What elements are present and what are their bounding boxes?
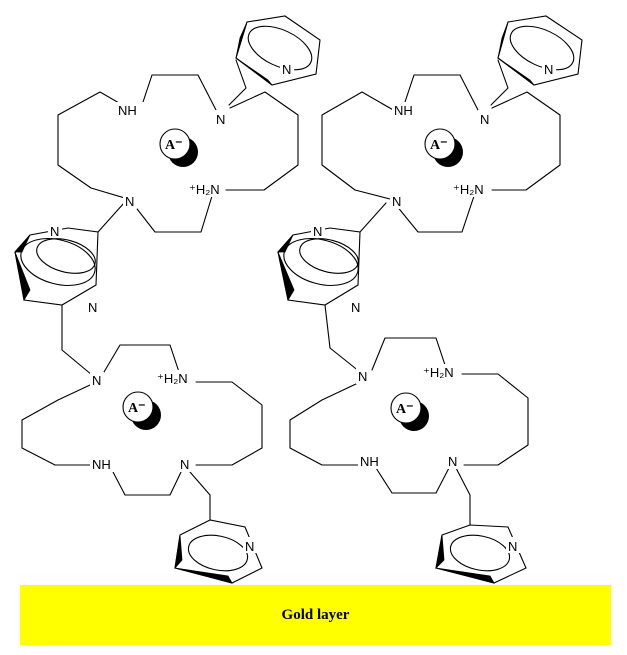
pyridine-ring: N bbox=[497, 15, 583, 86]
atom-n: N bbox=[125, 194, 134, 209]
pyridine-ring: N bbox=[435, 524, 527, 584]
gold-layer-label: Gold layer bbox=[281, 606, 350, 623]
atom-n: N bbox=[282, 62, 291, 77]
atom-ammonium: ⁺H₂N bbox=[453, 182, 484, 197]
anion-label: A⁻ bbox=[430, 138, 448, 153]
anion: A⁻ bbox=[159, 128, 198, 167]
atom-n: N bbox=[216, 112, 225, 127]
atom-n: N bbox=[358, 369, 367, 384]
atom-n: N bbox=[313, 224, 322, 239]
pyridine-ring: N N bbox=[277, 222, 363, 349]
atom-n: N bbox=[351, 300, 360, 315]
anion-label: A⁻ bbox=[128, 401, 146, 416]
atom-ammonium: ⁺H₂N bbox=[423, 365, 454, 380]
atom-ammonium: ⁺H₂N bbox=[157, 371, 188, 386]
atom-nh: NH bbox=[92, 457, 111, 472]
macrocycle-top-right: NH N N ⁺H₂N A⁻ bbox=[321, 59, 561, 233]
atom-nh: NH bbox=[394, 103, 413, 118]
atom-n: N bbox=[508, 539, 517, 554]
atom-n: N bbox=[544, 62, 553, 77]
gold-layer: Gold layer bbox=[20, 585, 611, 645]
atom-n: N bbox=[92, 373, 101, 388]
macrocycle-bottom-right: N ⁺H₂N NH N A⁻ bbox=[289, 337, 529, 526]
pyridine-ring: N bbox=[235, 15, 321, 86]
atom-nh: NH bbox=[360, 454, 379, 469]
atom-n: N bbox=[448, 454, 457, 469]
atom-n: N bbox=[50, 224, 59, 239]
macrocycle-top-left: NH N N ⁺H₂N A⁻ bbox=[57, 59, 299, 233]
macrocycle-bottom-left: N ⁺H₂N NH N A⁻ bbox=[21, 344, 263, 521]
atom-n: N bbox=[245, 539, 254, 554]
atom-ammonium: ⁺H₂N bbox=[189, 182, 220, 197]
atom-n: N bbox=[392, 194, 401, 209]
anion-label: A⁻ bbox=[396, 402, 414, 417]
atom-nh: NH bbox=[118, 103, 137, 118]
atom-n: N bbox=[88, 300, 97, 315]
anion: A⁻ bbox=[390, 392, 429, 431]
pyridine-ring: N bbox=[174, 519, 263, 584]
anion: A⁻ bbox=[122, 391, 161, 430]
anion: A⁻ bbox=[424, 128, 463, 167]
atom-n: N bbox=[480, 112, 489, 127]
pyridine-ring: N N bbox=[14, 222, 100, 351]
atom-n: N bbox=[180, 457, 189, 472]
anion-label: A⁻ bbox=[165, 138, 183, 153]
